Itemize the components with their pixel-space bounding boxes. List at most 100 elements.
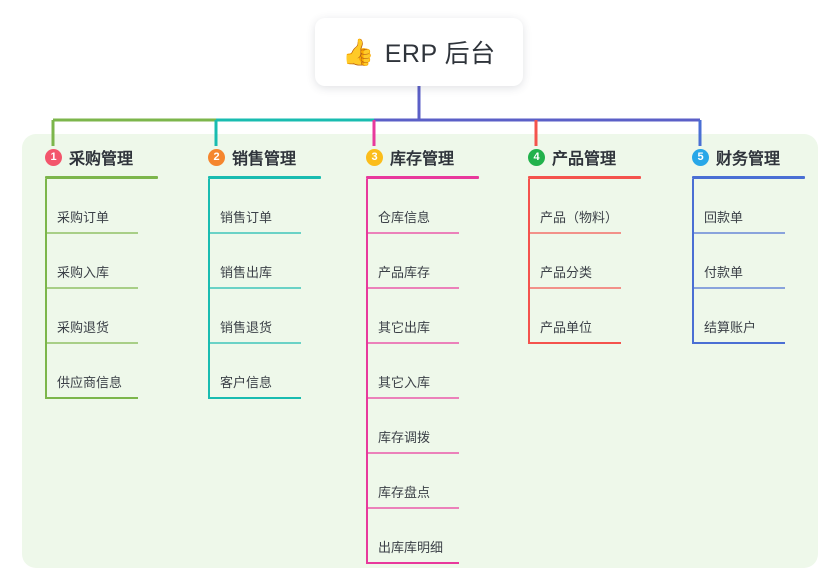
branch-item-underline	[208, 232, 301, 234]
branch-item-underline	[366, 507, 459, 509]
branch-item[interactable]: 客户信息	[208, 344, 301, 399]
branch-title: 财务管理	[716, 151, 781, 168]
branch-header-3[interactable]: 3 库存管理	[366, 134, 479, 172]
branch-item-underline	[366, 342, 459, 344]
branch-item-underline	[208, 342, 301, 344]
branch-item-label: 其它入库	[378, 375, 431, 390]
branch-item-underline	[45, 232, 138, 234]
branch-item-label: 采购入库	[57, 265, 110, 280]
branch-item-label: 销售出库	[220, 265, 273, 280]
branch-item-underline	[366, 562, 459, 564]
branch-item[interactable]: 出库库明细	[366, 509, 459, 564]
branch-item-underline	[45, 287, 138, 289]
branch-underline	[208, 176, 321, 179]
branch-item-label: 库存调拨	[378, 430, 431, 445]
branch-item-underline	[528, 342, 621, 344]
branch-item-list: 产品（物料） 产品分类产品单位	[528, 179, 641, 344]
branch-column-5: 5 财务管理回款单付款单结算账户	[692, 134, 805, 344]
branch-title: 产品管理	[552, 151, 617, 168]
branch-item[interactable]: 库存盘点	[366, 454, 459, 509]
branch-number-badge: 5	[692, 148, 709, 166]
branch-item-label: 付款单	[704, 265, 744, 280]
branch-item-list: 仓库信息产品库存其它出库其它入库库存调拨库存盘点出库库明细	[366, 179, 479, 564]
branch-item-underline	[366, 452, 459, 454]
branch-item-underline	[45, 342, 138, 344]
branch-item-label: 销售订单	[220, 210, 273, 225]
branch-item-underline	[528, 287, 621, 289]
branch-spine	[692, 179, 694, 344]
branch-item-label: 回款单	[704, 210, 744, 225]
branch-item[interactable]: 销售订单	[208, 179, 301, 234]
branch-item-underline	[45, 397, 138, 399]
branch-item-underline	[366, 287, 459, 289]
branch-item-list: 采购订单采购入库采购退货供应商信息	[45, 179, 158, 399]
branch-column-1: 1 采购管理采购订单采购入库采购退货供应商信息	[45, 134, 158, 399]
branch-underline	[692, 176, 805, 179]
branch-column-3: 3 库存管理仓库信息产品库存其它出库其它入库库存调拨库存盘点出库库明细	[366, 134, 479, 564]
branch-header-4[interactable]: 4 产品管理	[528, 134, 641, 172]
branch-item-label: 产品分类	[540, 265, 593, 280]
branch-item-underline	[366, 232, 459, 234]
branch-item-label: 仓库信息	[378, 210, 431, 225]
branch-item[interactable]: 产品分类	[528, 234, 621, 289]
branch-header-2[interactable]: 2 销售管理	[208, 134, 321, 172]
branch-item-label: 产品单位	[540, 320, 593, 335]
branch-spine	[366, 179, 368, 564]
branch-item-label: 产品库存	[378, 265, 431, 280]
branch-item[interactable]: 回款单	[692, 179, 785, 234]
branch-item[interactable]: 销售退货	[208, 289, 301, 344]
branch-underline	[366, 176, 479, 179]
branch-item-underline	[366, 397, 459, 399]
branch-item[interactable]: 其它入库	[366, 344, 459, 399]
branch-item-underline	[692, 342, 785, 344]
branch-spine	[45, 179, 47, 399]
branch-item[interactable]: 供应商信息	[45, 344, 138, 399]
root-node[interactable]: 👍 ERP 后台	[315, 18, 523, 86]
branch-item[interactable]: 采购订单	[45, 179, 138, 234]
branch-item-underline	[692, 287, 785, 289]
branch-item-underline	[528, 232, 621, 234]
branch-item[interactable]: 销售出库	[208, 234, 301, 289]
branch-item[interactable]: 仓库信息	[366, 179, 459, 234]
branch-item-label: 供应商信息	[57, 375, 123, 390]
branch-header-5[interactable]: 5 财务管理	[692, 134, 805, 172]
branch-item-label: 结算账户	[704, 320, 757, 335]
branch-number-badge: 1	[45, 148, 62, 166]
branch-item[interactable]: 产品单位	[528, 289, 621, 344]
branch-title: 销售管理	[232, 151, 297, 168]
branch-underline	[528, 176, 641, 179]
branch-item-label: 采购退货	[57, 320, 110, 335]
branch-item[interactable]: 其它出库	[366, 289, 459, 344]
branch-item[interactable]: 库存调拨	[366, 399, 459, 454]
branch-item[interactable]: 付款单	[692, 234, 785, 289]
branch-title: 采购管理	[69, 151, 134, 168]
root-node-label: ERP 后台	[384, 40, 496, 68]
branch-column-4: 4 产品管理产品（物料） 产品分类产品单位	[528, 134, 641, 344]
branch-columns: 1 采购管理采购订单采购入库采购退货供应商信息 2 销售管理销售订单销售出库销售退货客…	[0, 134, 839, 568]
branch-item-list: 回款单付款单结算账户	[692, 179, 805, 344]
branch-item-label: 库存盘点	[378, 485, 431, 500]
branch-number-badge: 4	[528, 148, 545, 166]
branch-item[interactable]: 产品库存	[366, 234, 459, 289]
branch-item-label: 销售退货	[220, 320, 273, 335]
branch-item[interactable]: 采购入库	[45, 234, 138, 289]
branch-item[interactable]: 采购退货	[45, 289, 138, 344]
branch-item-label: 出库库明细	[378, 540, 444, 555]
thumbs-up-icon: 👍	[342, 37, 375, 67]
branches-panel-background	[22, 134, 818, 568]
branch-item[interactable]: 结算账户	[692, 289, 785, 344]
branch-column-2: 2 销售管理销售订单销售出库销售退货客户信息	[208, 134, 321, 399]
branch-header-1[interactable]: 1 采购管理	[45, 134, 158, 172]
branch-title: 库存管理	[390, 151, 455, 168]
branch-item-underline	[208, 287, 301, 289]
branch-item[interactable]: 产品（物料）	[528, 179, 621, 234]
branch-item-label: 其它出库	[378, 320, 431, 335]
branch-item-label: 产品（物料）	[540, 210, 619, 225]
branch-item-underline	[208, 397, 301, 399]
branch-item-label: 客户信息	[220, 375, 273, 390]
branch-number-badge: 3	[366, 148, 383, 166]
branch-number-badge: 2	[208, 148, 225, 166]
branch-underline	[45, 176, 158, 179]
